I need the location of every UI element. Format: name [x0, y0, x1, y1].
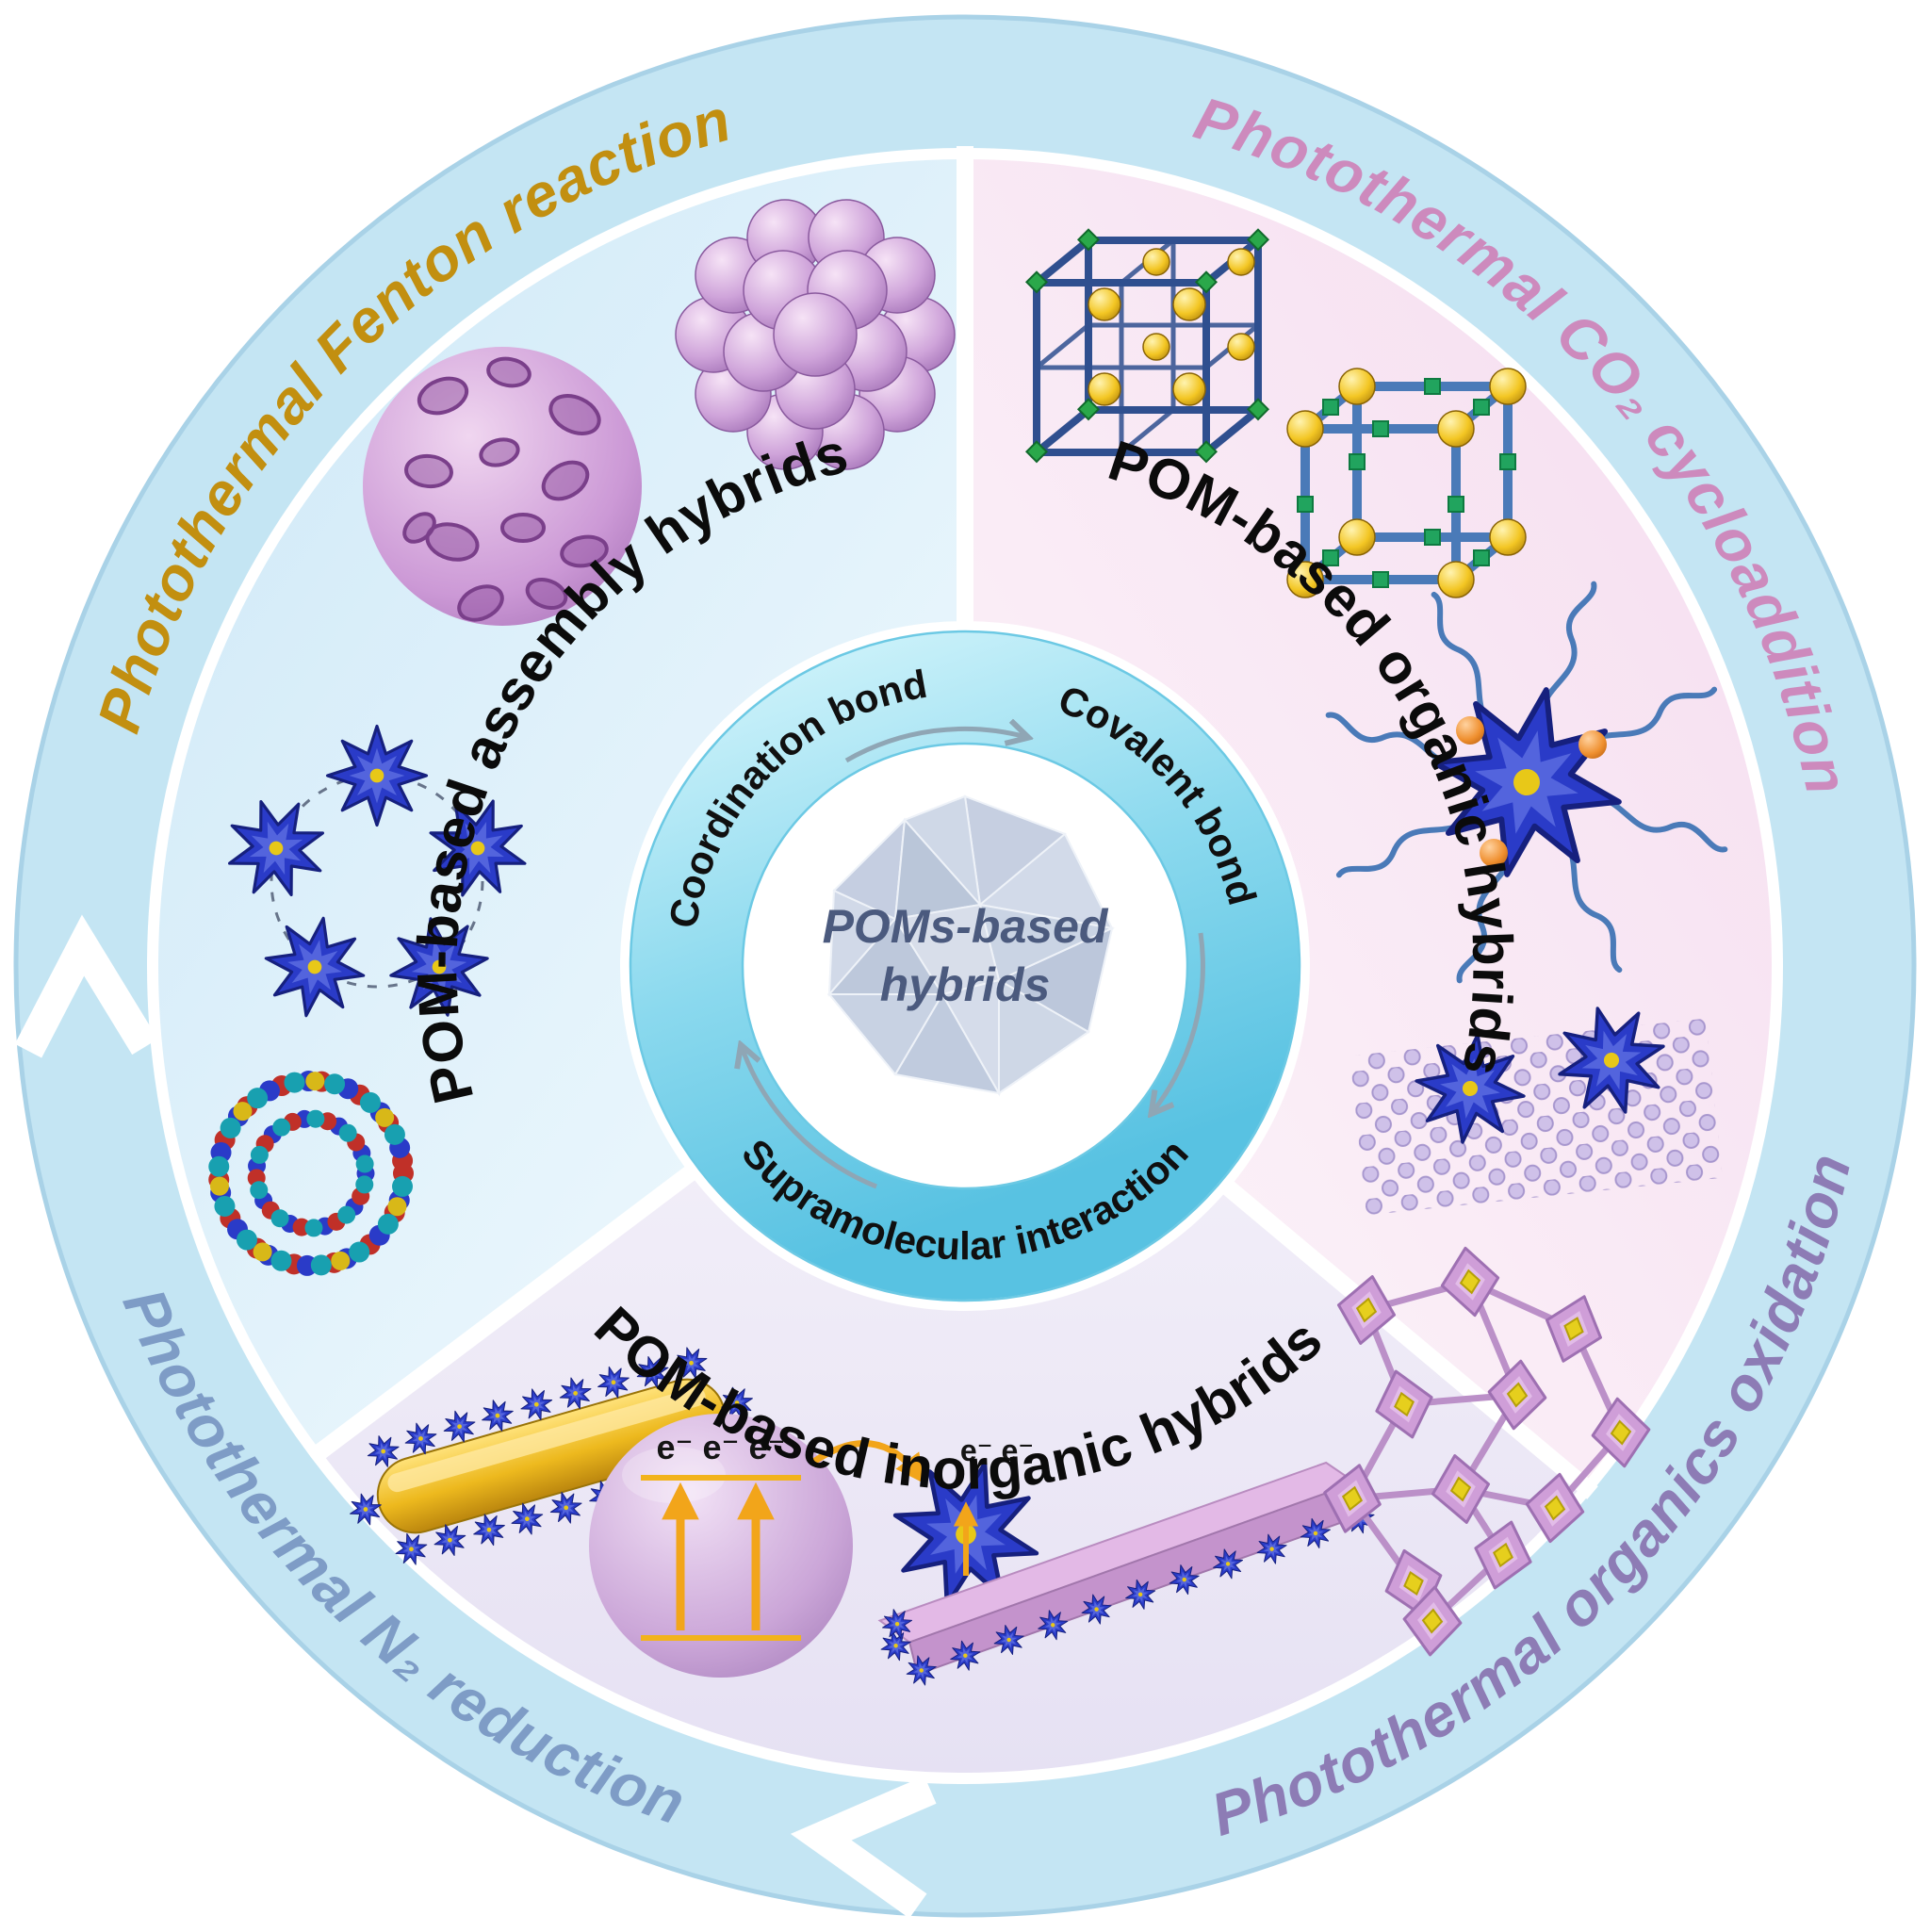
center-title-line1: POMs-based [823, 900, 1109, 953]
pom-graphene-illustration [1349, 984, 1723, 1216]
pom-polymer-illustration [1325, 581, 1728, 984]
cycle-arrow-left [742, 1047, 877, 1189]
electron-acceptor-label: e⁻ e⁻ [960, 1433, 1034, 1467]
electron-transfer-arrow [810, 1440, 925, 1484]
inner-ring-outer-edge [629, 630, 1301, 1302]
cycle-arrows [742, 729, 1205, 1189]
electron-transfer-illustration: e⁻ e⁻ e⁻ e⁻ e⁻ [589, 1414, 1055, 1678]
pom-torus-illustration [208, 1071, 414, 1276]
inner-ring-inner-edge [741, 742, 1189, 1190]
mesoporous-sphere-illustration [363, 347, 642, 626]
flow-chevron-bottom [790, 1776, 937, 1919]
mof-cage-illustration-1 [1024, 228, 1270, 464]
excitation-arrows [662, 1482, 775, 1630]
center-pom-illustration [826, 794, 1116, 1097]
cycle-arrow-top [844, 729, 1026, 763]
center-title-line2: hybrids [880, 958, 1051, 1011]
divider-lower-right [1204, 1166, 1598, 1499]
cycle-arrow-right [1153, 932, 1205, 1112]
nanocluster-sphere-illustration [675, 199, 956, 470]
mof-cage-illustration-2 [1286, 368, 1527, 598]
sector-assembly [154, 155, 966, 1455]
ring-separator [147, 148, 1783, 1784]
flow-chevrons [14, 914, 937, 1919]
pom-ring-illustration [207, 724, 542, 1038]
electron-donor-label: e⁻ e⁻ e⁻ [656, 1428, 785, 1466]
gold-nanorod-illustration [345, 1342, 758, 1570]
pom-network-illustration [1316, 1242, 1655, 1659]
sector-dividers [306, 146, 1598, 1499]
flow-chevron-left [14, 914, 158, 1058]
energy-levels [641, 1475, 801, 1641]
pom-nanobelt-illustration [876, 1461, 1379, 1690]
divider-lower-left [306, 1152, 714, 1465]
